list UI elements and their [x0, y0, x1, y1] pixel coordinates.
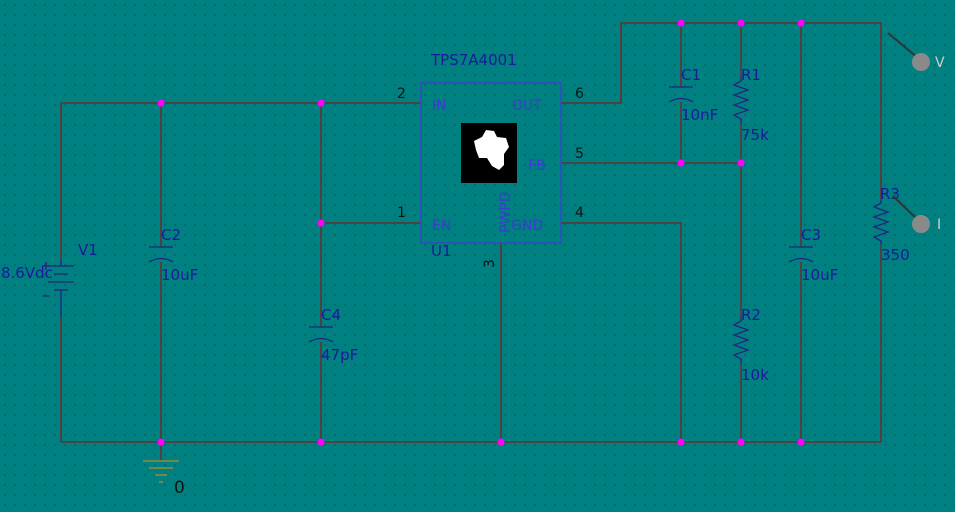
current-probe-icon [912, 215, 930, 233]
c2-ref: C2 [161, 226, 181, 244]
pin-num-out: 6 [575, 86, 584, 102]
pin-label-in: IN [432, 98, 447, 114]
resistor-r2[interactable]: R2 10k [732, 306, 769, 384]
r1-value: 75k [741, 126, 769, 144]
r2-value: 10k [741, 366, 769, 384]
ground-label: 0 [174, 478, 185, 498]
c3-value: 10uF [801, 266, 838, 284]
capacitor-c3[interactable]: C3 10uF [788, 226, 838, 284]
v1-ref: V1 [78, 241, 98, 259]
voltage-probe[interactable]: V [887, 32, 945, 71]
resistor-r3[interactable]: R3 350 [872, 185, 910, 264]
wire-gnd-pin [581, 222, 682, 442]
ic-part-name: TPS7A4001 [430, 51, 517, 69]
u1-pin-stubs [401, 102, 581, 262]
c1-value: 10nF [681, 106, 718, 124]
pin-num-pwpd: 3 [482, 259, 498, 268]
wires [60, 22, 882, 460]
ic-ref: U1 [431, 242, 452, 260]
c3-ref: C3 [801, 226, 821, 244]
junction-dots [157, 19, 805, 446]
pin-num-fb: 5 [575, 146, 584, 162]
pin-label-fb: FB [528, 158, 546, 174]
pin-num-gnd: 4 [575, 205, 584, 221]
c1-ref: C1 [681, 66, 701, 84]
pin-label-en: EN [432, 218, 451, 234]
capacitor-c4[interactable]: C4 47pF [308, 306, 358, 364]
r1-ref: R1 [741, 66, 761, 84]
v1-value: 8.6Vdc [1, 264, 53, 282]
battery-v1[interactable]: V1 8.6Vdc [1, 241, 98, 318]
pin-label-pwpd: PWPD [498, 191, 514, 233]
pin-label-gnd: GND [511, 218, 543, 234]
voltage-probe-icon [912, 53, 930, 71]
c4-ref: C4 [321, 306, 341, 324]
voltage-probe-label: V [935, 55, 945, 71]
wire-out [581, 22, 881, 104]
ic-u1[interactable]: IN OUT FB EN GND PWPD TPS7A4001 U1 [420, 51, 562, 260]
ground-symbol[interactable]: 0 [143, 460, 185, 498]
pin-num-in: 2 [397, 86, 406, 102]
c2-value: 10uF [161, 266, 198, 284]
c4-value: 47pF [321, 346, 358, 364]
r3-value: 350 [881, 246, 910, 264]
current-probe-label: I [937, 217, 941, 233]
capacitor-c2[interactable]: C2 10uF [148, 226, 198, 284]
ti-logo-mark [474, 130, 509, 170]
resistor-r1[interactable]: R1 75k [732, 66, 769, 144]
ic-body [420, 82, 562, 244]
pin-label-out: OUT [512, 98, 542, 114]
pin-num-en: 1 [397, 205, 406, 221]
current-probe[interactable]: I [892, 195, 941, 233]
u1-pin-numbers: 2 1 6 5 4 3 [397, 86, 584, 268]
capacitor-c1[interactable]: C1 10nF [668, 66, 718, 124]
r2-ref: R2 [741, 306, 761, 324]
